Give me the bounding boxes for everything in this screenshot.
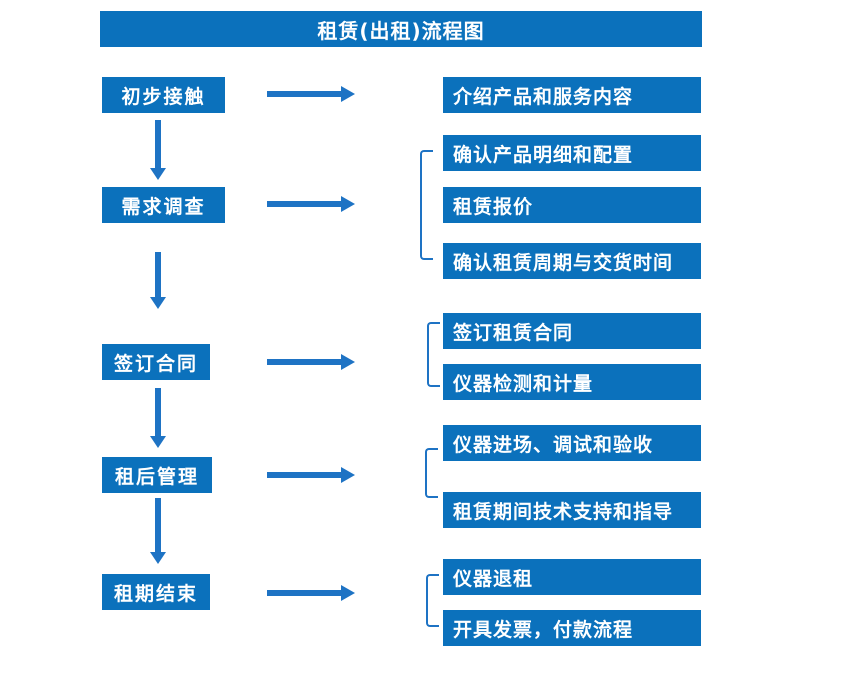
stage-box-initial-contact: 初步接触 bbox=[102, 77, 225, 113]
detail-box-introduce-products: 介绍产品和服务内容 bbox=[443, 77, 701, 113]
right-arrow-icon bbox=[267, 467, 355, 483]
detail-box-confirm-product-config: 确认产品明细和配置 bbox=[443, 135, 701, 171]
down-arrow-icon bbox=[150, 498, 166, 564]
stage-box-post-rental-management: 租后管理 bbox=[102, 457, 212, 493]
group-bracket bbox=[427, 322, 440, 387]
down-arrow-icon bbox=[150, 120, 166, 180]
group-bracket bbox=[426, 574, 439, 627]
down-arrow-icon bbox=[150, 388, 166, 448]
detail-box-technical-support: 租赁期间技术支持和指导 bbox=[443, 492, 701, 528]
detail-box-instrument-entry-acceptance: 仪器进场、调试和验收 bbox=[443, 425, 701, 461]
detail-box-invoice-payment: 开具发票，付款流程 bbox=[443, 610, 701, 646]
right-arrow-icon bbox=[267, 196, 355, 212]
down-arrow-icon bbox=[150, 252, 166, 309]
stage-box-rental-end: 租期结束 bbox=[102, 574, 210, 610]
detail-box-confirm-period-delivery: 确认租赁周期与交货时间 bbox=[443, 243, 701, 279]
right-arrow-icon bbox=[267, 354, 355, 370]
stage-box-demand-survey: 需求调查 bbox=[102, 187, 225, 223]
right-arrow-icon bbox=[267, 86, 355, 102]
detail-box-sign-rental-contract: 签订租赁合同 bbox=[443, 313, 701, 349]
detail-box-rental-quote: 租赁报价 bbox=[443, 187, 701, 223]
diagram-title: 租赁(出租)流程图 bbox=[100, 11, 702, 47]
stage-box-sign-contract: 签订合同 bbox=[102, 344, 210, 380]
detail-box-instrument-return: 仪器退租 bbox=[443, 559, 701, 595]
group-bracket bbox=[420, 150, 433, 260]
group-bracket bbox=[425, 448, 438, 498]
detail-box-instrument-inspection: 仪器检测和计量 bbox=[443, 364, 701, 400]
right-arrow-icon bbox=[267, 585, 355, 601]
